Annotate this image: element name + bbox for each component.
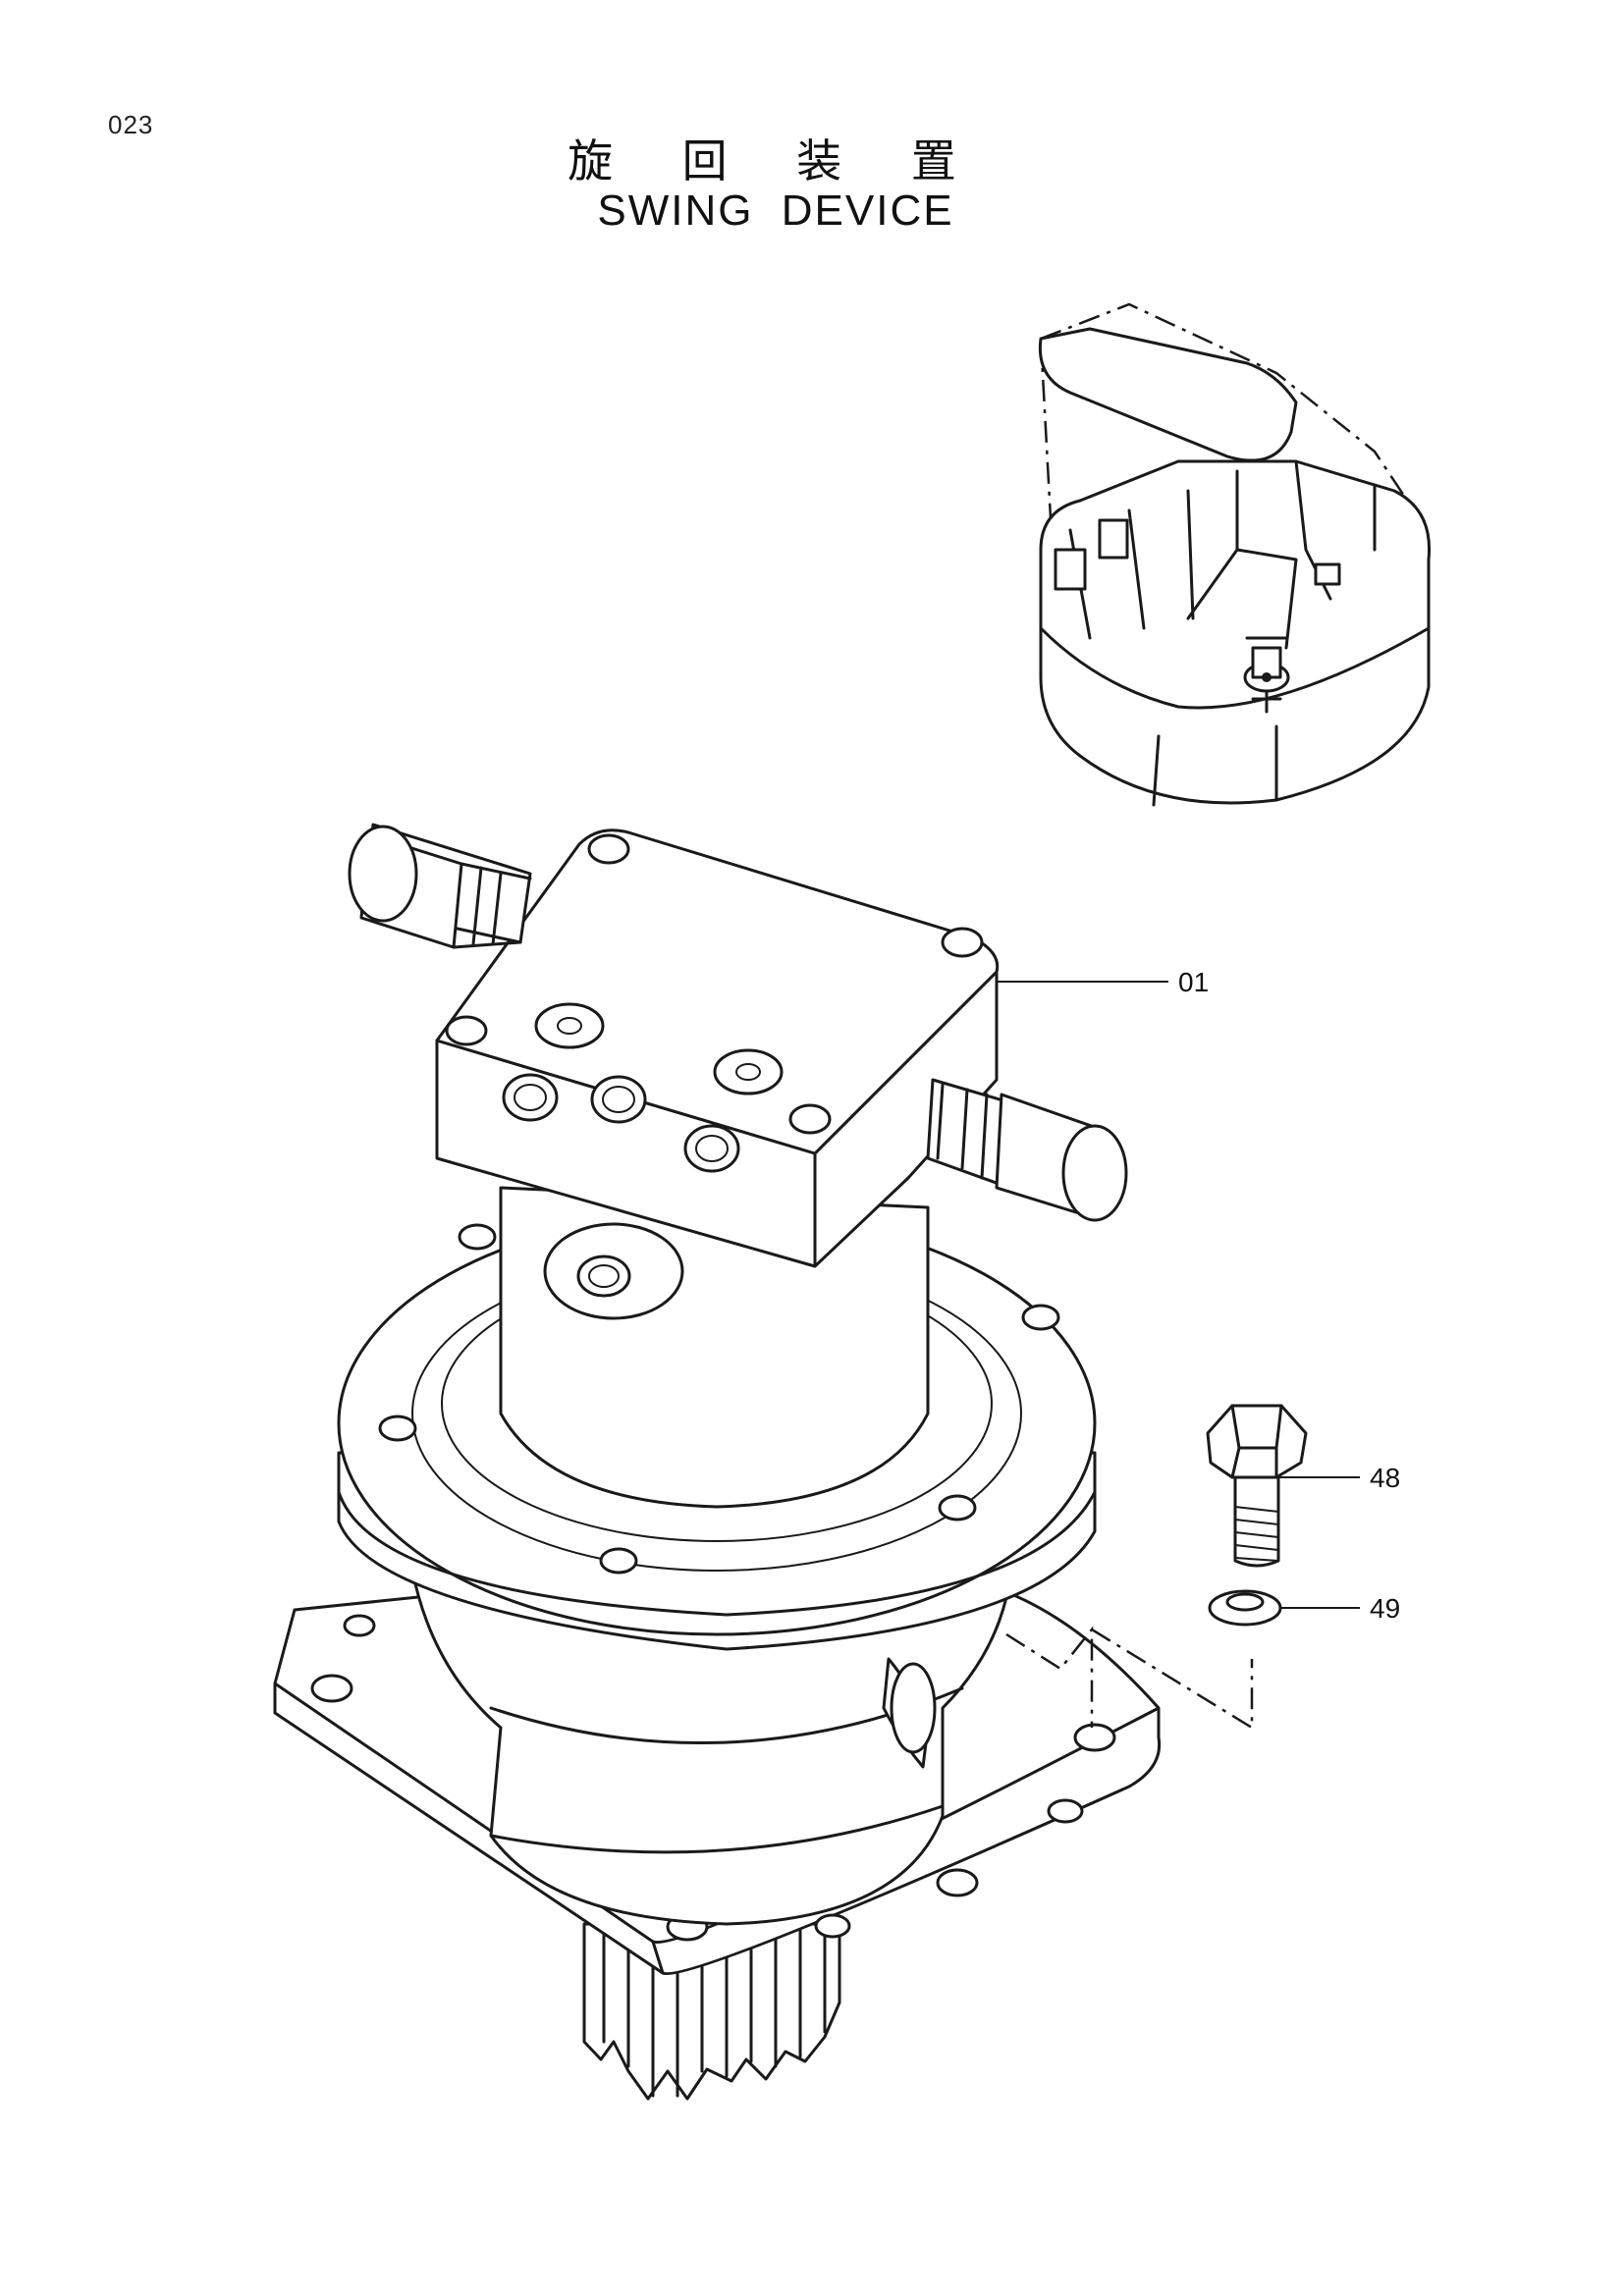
title-japanese: 旋 回 装 置 — [568, 134, 984, 187]
relief-valve-left — [348, 823, 532, 949]
swing-device-location-marker — [1243, 636, 1290, 714]
callout-01: 01 — [997, 967, 1209, 997]
hydraulic-ports — [502, 1073, 740, 1173]
machine-location-inset — [1038, 302, 1432, 807]
callout-label-48: 48 — [1370, 1463, 1400, 1493]
housing-bolts — [378, 1223, 1060, 1575]
callout-label-49: 49 — [1370, 1593, 1400, 1624]
reduction-gear-housing — [410, 1569, 1013, 1926]
flat-washer — [1208, 1589, 1282, 1627]
callout-49: 49 — [1280, 1593, 1400, 1624]
hydraulic-motor-body — [499, 1186, 930, 1509]
callout-label-01: 01 — [1178, 967, 1209, 997]
pinion-gear — [582, 1922, 841, 2101]
hex-bolt — [1206, 1404, 1308, 1568]
valve-block — [435, 828, 1000, 1268]
relief-valve-right — [926, 1078, 1128, 1222]
page-number: 023 — [108, 110, 154, 139]
title-english: SWING DEVICE — [597, 187, 954, 235]
swing-device-assembly — [273, 823, 1162, 2101]
installation-path-line — [1005, 1626, 1254, 1731]
callout-48: 48 — [1278, 1463, 1400, 1493]
